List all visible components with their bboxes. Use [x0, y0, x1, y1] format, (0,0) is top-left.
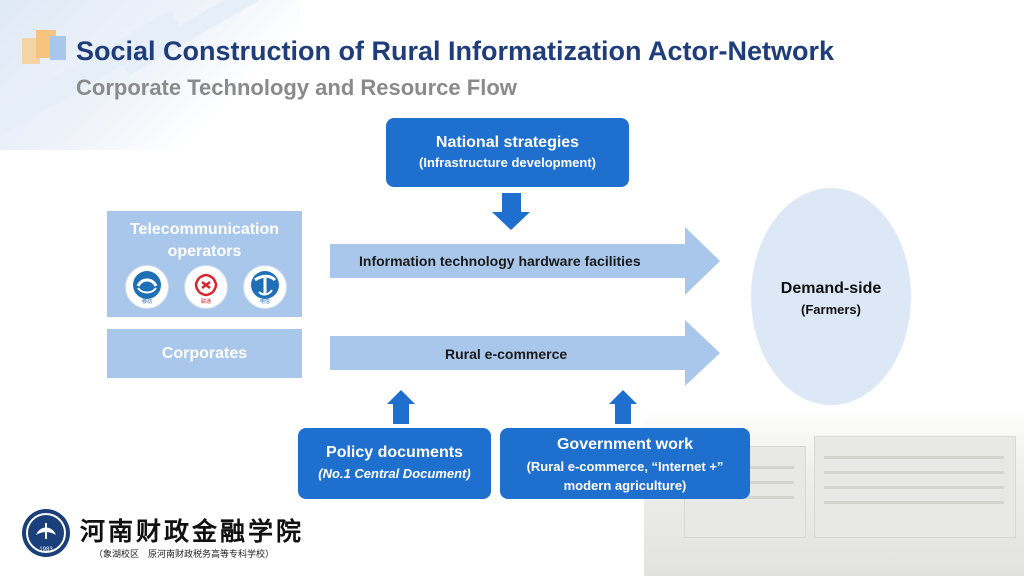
slide-decoration-blocks	[22, 30, 68, 64]
policy-documents-title: Policy documents	[326, 444, 463, 461]
university-campus-note: （象湖校区 原河南财政税务高等专科学校）	[94, 549, 275, 559]
university-emblem-icon: 1983	[22, 509, 70, 557]
telecom-operators-label: Telecommunication operators	[129, 221, 280, 260]
corporates-label: Corporates	[161, 345, 248, 362]
university-name: 河南财政金融学院	[80, 517, 305, 546]
corporates-node: Corporates	[107, 329, 302, 378]
down-arrow-icon	[492, 193, 530, 230]
china-unicom-logo-icon: 联通	[184, 265, 228, 309]
ecommerce-flow-arrow	[330, 320, 720, 386]
policy-documents-detail: (No.1 Central Document)	[318, 466, 471, 481]
page-title: Social Construction of Rural Informatiza…	[76, 36, 835, 66]
government-work-title: Government work	[556, 436, 694, 453]
demand-side-detail: (Farmers)	[801, 302, 861, 317]
up-arrow-icon	[387, 390, 415, 424]
china-telecom-logo-icon: 电信	[243, 265, 287, 309]
demand-side-title: Demand-side	[780, 280, 882, 297]
hardware-flow-arrow	[330, 227, 720, 295]
national-strategies-title: National strategies	[435, 134, 580, 151]
ecommerce-flow-label: Rural e-commerce	[445, 346, 568, 362]
hardware-flow-label: Information technology hardware faciliti…	[359, 253, 641, 269]
government-work-node: Government work (Rural e-commerce, “Inte…	[500, 428, 750, 499]
policy-documents-node: Policy documents (No.1 Central Document)	[298, 428, 491, 499]
page-subtitle: Corporate Technology and Resource Flow	[76, 75, 517, 100]
national-strategies-node: National strategies (Infrastructure deve…	[386, 118, 629, 187]
national-strategies-detail: (Infrastructure development)	[419, 155, 596, 170]
up-arrow-icon	[609, 390, 637, 424]
china-mobile-logo-icon: 移动	[125, 265, 169, 309]
emblem-year: 1983	[39, 547, 53, 553]
government-work-detail: (Rural e-commerce, “Internet +” modern a…	[526, 459, 724, 493]
demand-side-node: Demand-side (Farmers)	[751, 188, 911, 405]
telecom-operators-node: Telecommunication operators 移动 联通	[107, 211, 302, 317]
operator-logos: 移动 联通 电信	[125, 265, 287, 309]
